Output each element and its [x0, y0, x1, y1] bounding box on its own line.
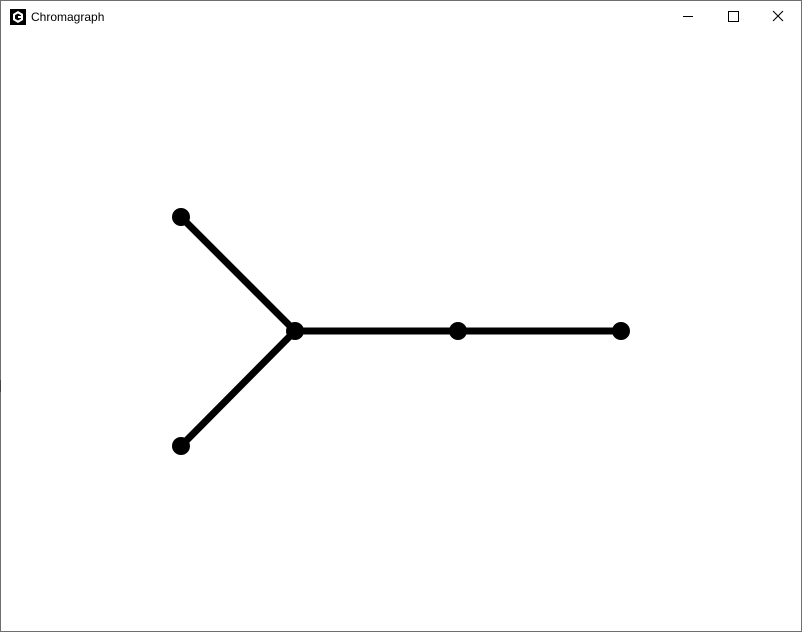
- chromagraph-logo-icon: [10, 9, 26, 25]
- graph-node-n4[interactable]: [449, 322, 467, 340]
- maximize-button[interactable]: [710, 1, 756, 31]
- graph-node-n3[interactable]: [286, 322, 304, 340]
- maximize-icon: [728, 11, 739, 22]
- graph-drawing[interactable]: [1, 31, 801, 631]
- close-icon: [772, 10, 784, 22]
- window-edge-marker: [0, 380, 1, 392]
- graph-edge-n1-n3[interactable]: [177, 213, 299, 335]
- minimize-icon: [683, 16, 693, 17]
- window-title: Chromagraph: [31, 10, 105, 24]
- graph-canvas[interactable]: [1, 31, 801, 631]
- graph-node-n2[interactable]: [172, 437, 190, 455]
- title-bar[interactable]: Chromagraph: [1, 1, 801, 31]
- graph-edge-n2-n3[interactable]: [177, 327, 299, 450]
- graph-node-n5[interactable]: [612, 322, 630, 340]
- minimize-button[interactable]: [665, 1, 711, 31]
- graph-node-n1[interactable]: [172, 208, 190, 226]
- close-button[interactable]: [755, 1, 801, 31]
